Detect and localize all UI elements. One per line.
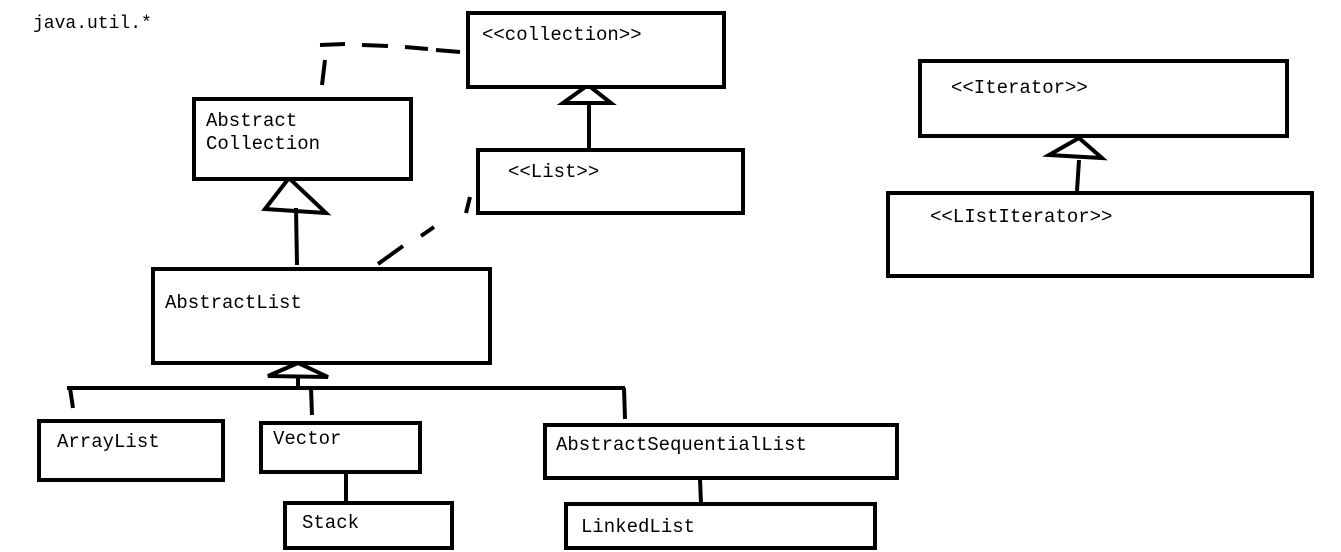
stack-label: Stack	[302, 512, 360, 534]
linked-list-box	[564, 502, 877, 550]
array-list-box	[37, 419, 225, 482]
list-iterator-interface-box	[886, 191, 1314, 278]
list-interface-box	[476, 148, 745, 215]
iterator-interface-box	[918, 59, 1289, 138]
package-label: java.util.*	[33, 14, 152, 34]
abstract-list-box	[151, 267, 492, 365]
array-list-label: ArrayList	[57, 431, 160, 453]
abstract-collection-box	[192, 97, 413, 181]
linked-list-label: LinkedList	[581, 516, 696, 538]
collection-interface-label: <<collection>>	[482, 24, 642, 46]
abstract-sequential-list-box	[543, 423, 899, 480]
link-linkedlist-abstractsequentiallist	[698, 478, 703, 504]
collection-interface-box	[466, 11, 726, 89]
abstract-list-label: AbstractList	[165, 292, 302, 314]
stack-box	[283, 501, 454, 550]
generalization-list-collection	[556, 82, 617, 150]
vector-box	[259, 421, 422, 474]
vector-label: Vector	[273, 428, 342, 450]
list-iterator-interface-label: <<LIstIterator>>	[930, 206, 1113, 228]
iterator-interface-label: <<Iterator>>	[951, 77, 1088, 99]
generalization-abstractlist-abstractcollection	[261, 175, 332, 266]
realization-abstractlist-list	[376, 196, 472, 266]
abstract-collection-label-line2: Collection	[206, 133, 321, 155]
abstract-collection-label-line1: Abstract	[206, 110, 298, 132]
generalization-subclasses-abstractlist	[67, 360, 627, 420]
list-interface-label: <<List>>	[508, 161, 600, 183]
abstract-sequential-list-label: AbstractSequentialList	[556, 434, 807, 456]
generalization-listiterator-iterator	[1042, 135, 1108, 192]
realization-abstractcollection-collection	[319, 42, 461, 86]
